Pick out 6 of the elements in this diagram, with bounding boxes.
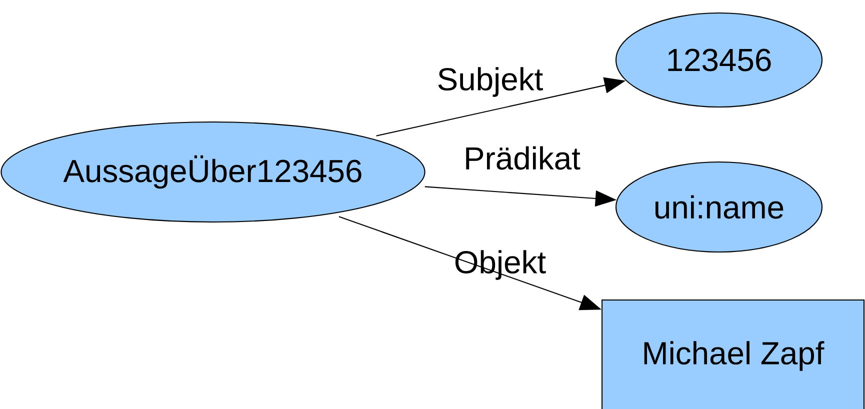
edge-label: Prädikat — [466, 146, 580, 170]
rectangle-node: Michael Zapf — [601, 299, 865, 409]
ellipse-node: uni:name — [615, 161, 823, 253]
ellipse-node: 123456 — [615, 12, 823, 108]
edge-label: Subjekt — [438, 67, 543, 97]
ellipse-node: AussageÜber123456 — [0, 121, 426, 223]
